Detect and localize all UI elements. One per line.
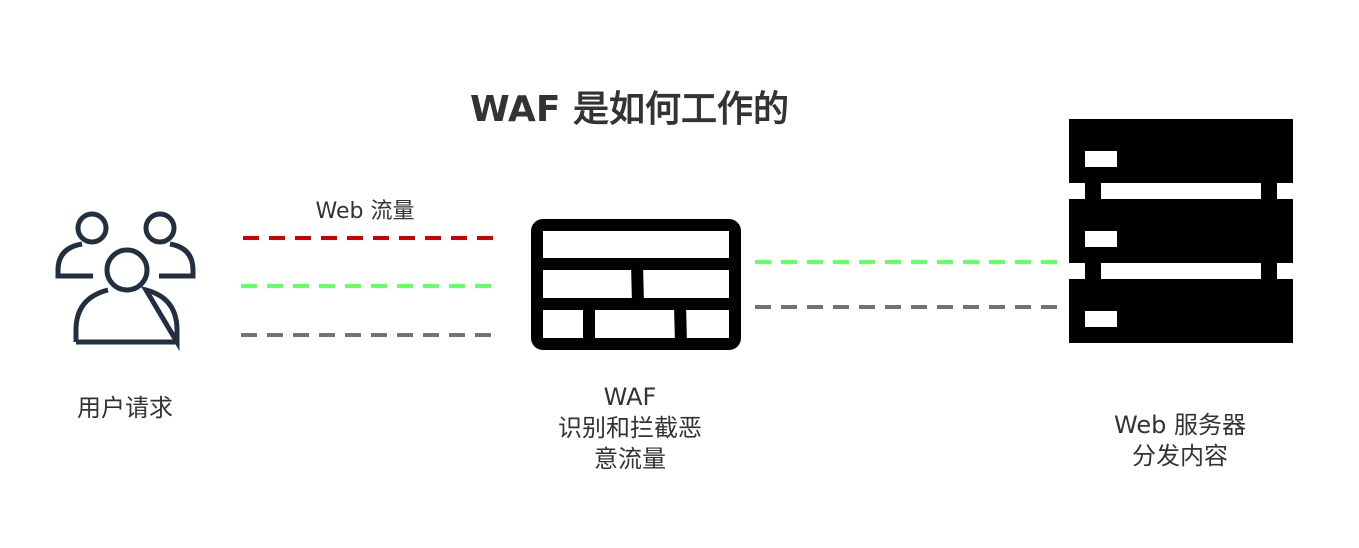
incoming-traffic-lines: [241, 236, 495, 337]
waf-label-line1: WAF: [603, 383, 657, 411]
users-label: 用户请求: [77, 394, 173, 422]
waf-label-line3: 意流量: [594, 445, 666, 473]
firewall-icon: [531, 219, 741, 350]
waf-label-line2: 识别和拦截恶: [558, 414, 702, 442]
server-label-line1: Web 服务器: [1114, 411, 1246, 439]
server-label: Web 服务器 分发内容: [1080, 410, 1280, 472]
web-traffic-label: Web 流量: [315, 199, 415, 224]
users-icon: [55, 211, 196, 352]
diagram-title: WAF 是如何工作的: [469, 89, 790, 130]
server-label-line2: 分发内容: [1132, 442, 1228, 470]
server-icon: [1069, 119, 1293, 343]
waf-label: WAF 识别和拦截恶 意流量: [520, 382, 740, 475]
forwarded-traffic-lines: [755, 260, 1060, 309]
